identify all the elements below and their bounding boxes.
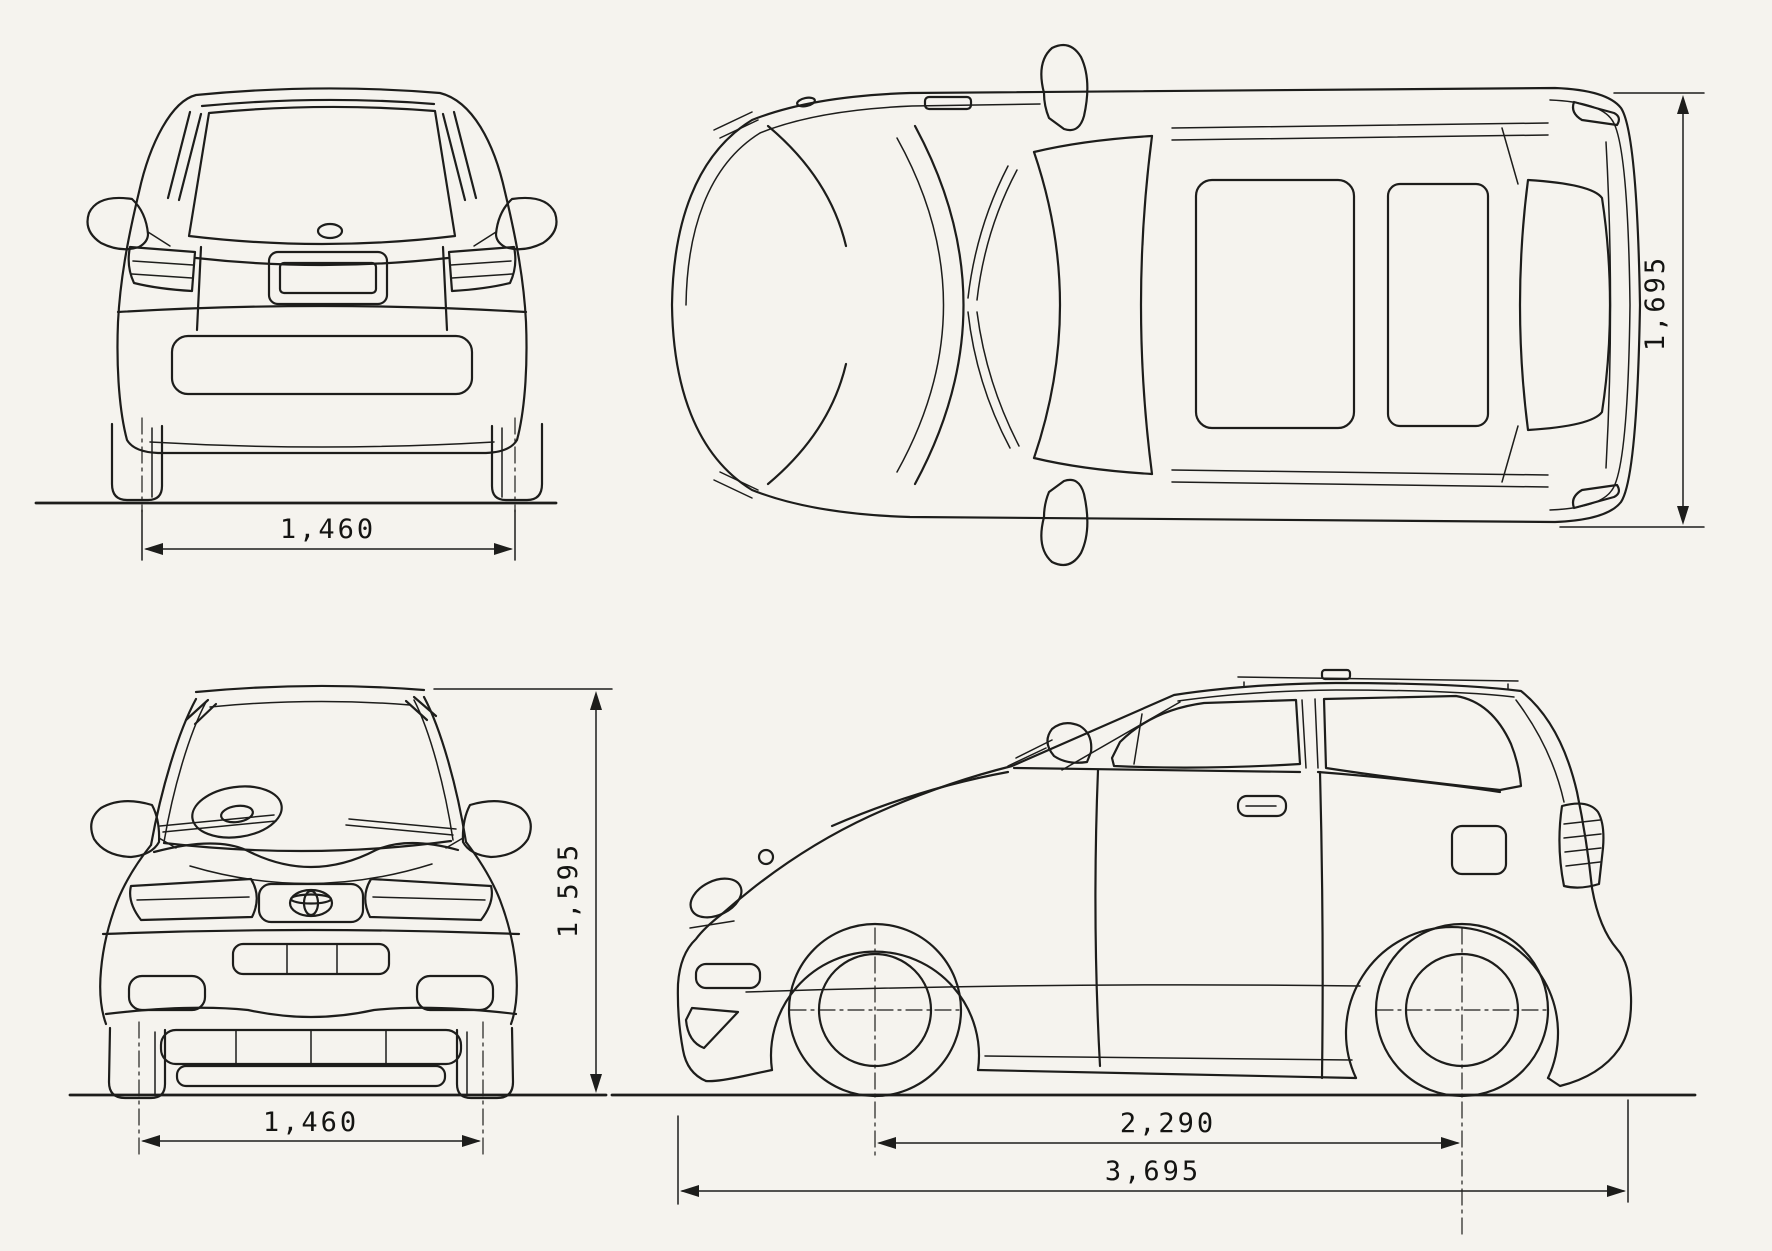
front-fenders <box>99 840 518 1026</box>
side-roof-rail <box>1237 668 1519 690</box>
rear-tire-right <box>490 422 544 502</box>
license-plate-recess <box>267 250 389 306</box>
top-windshield <box>1032 134 1154 476</box>
side-glasshouse <box>1046 689 1565 803</box>
front-air-flap <box>684 1006 740 1050</box>
side-mirror <box>1046 722 1093 764</box>
rear-hatch-window <box>1518 178 1612 432</box>
overall-height-dimension-label: 1,595 <box>553 842 584 938</box>
skid-plate <box>175 1064 447 1088</box>
fog-lamp-right <box>415 974 495 1012</box>
door-handle <box>1236 794 1288 818</box>
tailgate-details <box>194 245 450 332</box>
steering-wheel <box>191 785 283 839</box>
rear-mirror-left <box>86 196 171 251</box>
side-door <box>1012 766 1502 1080</box>
rear-taillight-left <box>127 245 197 293</box>
side-cladding <box>745 984 1361 1061</box>
wiper-left <box>159 814 275 827</box>
top-body-details <box>685 95 1631 511</box>
rear-roof-details <box>166 98 478 202</box>
rear-bumper <box>116 304 528 448</box>
roof-glass-panel <box>1386 182 1490 428</box>
rear-view: 1,460 <box>34 87 558 561</box>
rear-track-dimension-label: 1,460 <box>280 514 376 545</box>
front-mirror-right <box>445 800 532 859</box>
roof-rail-right <box>452 110 478 200</box>
rear-window <box>187 105 457 246</box>
top-view: 1,695 <box>670 43 1705 567</box>
wheelbase-dimension-label: 2,290 <box>1120 1108 1216 1139</box>
fuel-door <box>1450 824 1508 876</box>
overall-width-dimension: 1,695 <box>1559 92 1705 528</box>
headlight-left <box>129 877 258 922</box>
front-windshield <box>159 700 457 853</box>
side-front-details <box>684 739 1053 1050</box>
paper-speckles <box>39 21 1722 1237</box>
quarter-window <box>1322 694 1523 792</box>
door-window <box>1110 698 1302 769</box>
front-wheels <box>107 1021 515 1159</box>
front-tire-left <box>107 1026 167 1100</box>
lower-intake <box>159 1028 463 1066</box>
front-track-dimension-label: 1,460 <box>263 1107 359 1138</box>
top-mirror-right <box>1040 43 1089 132</box>
side-indicator <box>757 848 775 866</box>
front-grille <box>257 882 365 924</box>
front-mirror-left <box>90 800 177 859</box>
wheelbase-dimension: 2,290 <box>877 1108 1460 1149</box>
overall-height-dimension: 1,595 <box>433 688 613 1093</box>
toyota-emblem-icon <box>288 888 334 918</box>
front-wheel <box>787 922 963 1159</box>
side-rear-details <box>1450 802 1605 889</box>
side-view: 2,290 3,695 <box>610 668 1697 1239</box>
front-tire-right <box>455 1026 515 1100</box>
roof-rails-top <box>1171 122 1549 488</box>
fog-lamp-left <box>127 974 207 1012</box>
overall-width-dimension-label: 1,695 <box>1640 255 1671 351</box>
sunroof-panel <box>1194 178 1356 430</box>
front-track-dimension: 1,460 <box>141 1107 481 1147</box>
side-taillight <box>1558 802 1605 889</box>
rear-mirror-right <box>473 196 558 251</box>
rear-track-dimension: 1,460 <box>141 509 516 561</box>
side-headlight <box>689 877 743 919</box>
front-roof <box>184 684 438 726</box>
rear-wiper-pivot <box>316 222 344 240</box>
rear-corner-lamps <box>1571 100 1621 510</box>
wiper-right <box>348 818 457 830</box>
overall-length-dimension: 3,695 <box>677 1099 1629 1205</box>
headlight-right <box>364 877 493 922</box>
rear-tire-left <box>110 422 164 502</box>
side-fog-slot <box>694 962 762 990</box>
rear-taillight-right <box>447 245 517 293</box>
top-body-outline <box>670 86 1642 524</box>
rear-pillar-cuts <box>1501 127 1519 483</box>
front-view: 1,460 1,595 <box>68 684 613 1159</box>
rear-body-outline <box>116 87 528 455</box>
front-bumper <box>101 928 521 1088</box>
hood-seam <box>896 124 965 486</box>
roof-rail-left <box>166 110 192 200</box>
front-pillars <box>149 695 468 847</box>
windshield-wipers <box>967 165 1020 449</box>
top-mirror-left <box>1040 478 1089 567</box>
rear-hatch-edge <box>1605 141 1612 469</box>
rear-wheels <box>110 417 544 513</box>
overall-length-dimension-label: 3,695 <box>1105 1156 1201 1187</box>
